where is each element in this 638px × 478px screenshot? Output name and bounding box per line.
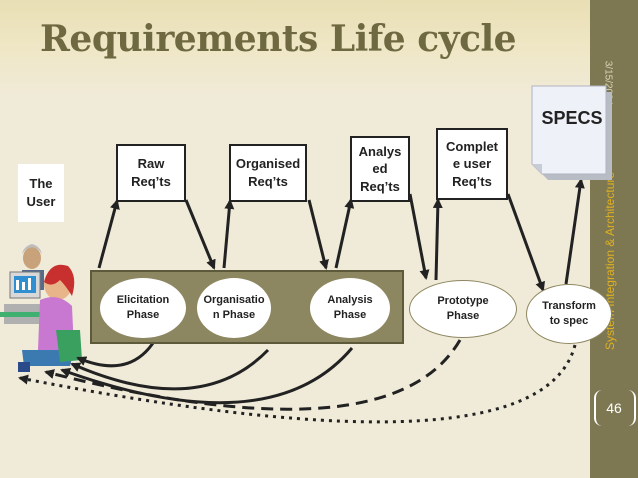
user-figure-icon bbox=[0, 244, 82, 372]
transform-phase: Transform to spec bbox=[526, 284, 612, 344]
elicitation-phase: Elicitation Phase bbox=[100, 278, 186, 338]
raw-reqs-box: Raw Req’ts bbox=[116, 144, 186, 202]
sidebar bbox=[590, 0, 638, 478]
specs-document-icon bbox=[531, 85, 612, 180]
specs-label: SPECS bbox=[541, 108, 603, 128]
organisation-phase: Organisatio n Phase bbox=[197, 278, 271, 338]
prototype-phase: Prototype Phase bbox=[409, 280, 517, 338]
return-arrow-elicitation bbox=[76, 339, 157, 368]
title-band bbox=[0, 0, 590, 96]
slide-title: Requirements Life cycle bbox=[40, 18, 517, 60]
page-number: 46 bbox=[606, 400, 622, 416]
return-arrow-transform bbox=[18, 344, 577, 424]
user-label: The User bbox=[18, 164, 64, 222]
analysed-reqs-box: Analys ed Req’ts bbox=[350, 136, 410, 202]
return-arrow-organisation bbox=[70, 348, 270, 391]
return-arrow-prototype bbox=[44, 339, 462, 411]
organised-reqs-box: Organised Req’ts bbox=[229, 144, 307, 202]
complete-reqs-box: Complet e user Req’ts bbox=[436, 128, 508, 200]
page-number-brackets bbox=[594, 390, 636, 426]
analysis-phase: Analysis Phase bbox=[310, 278, 390, 338]
